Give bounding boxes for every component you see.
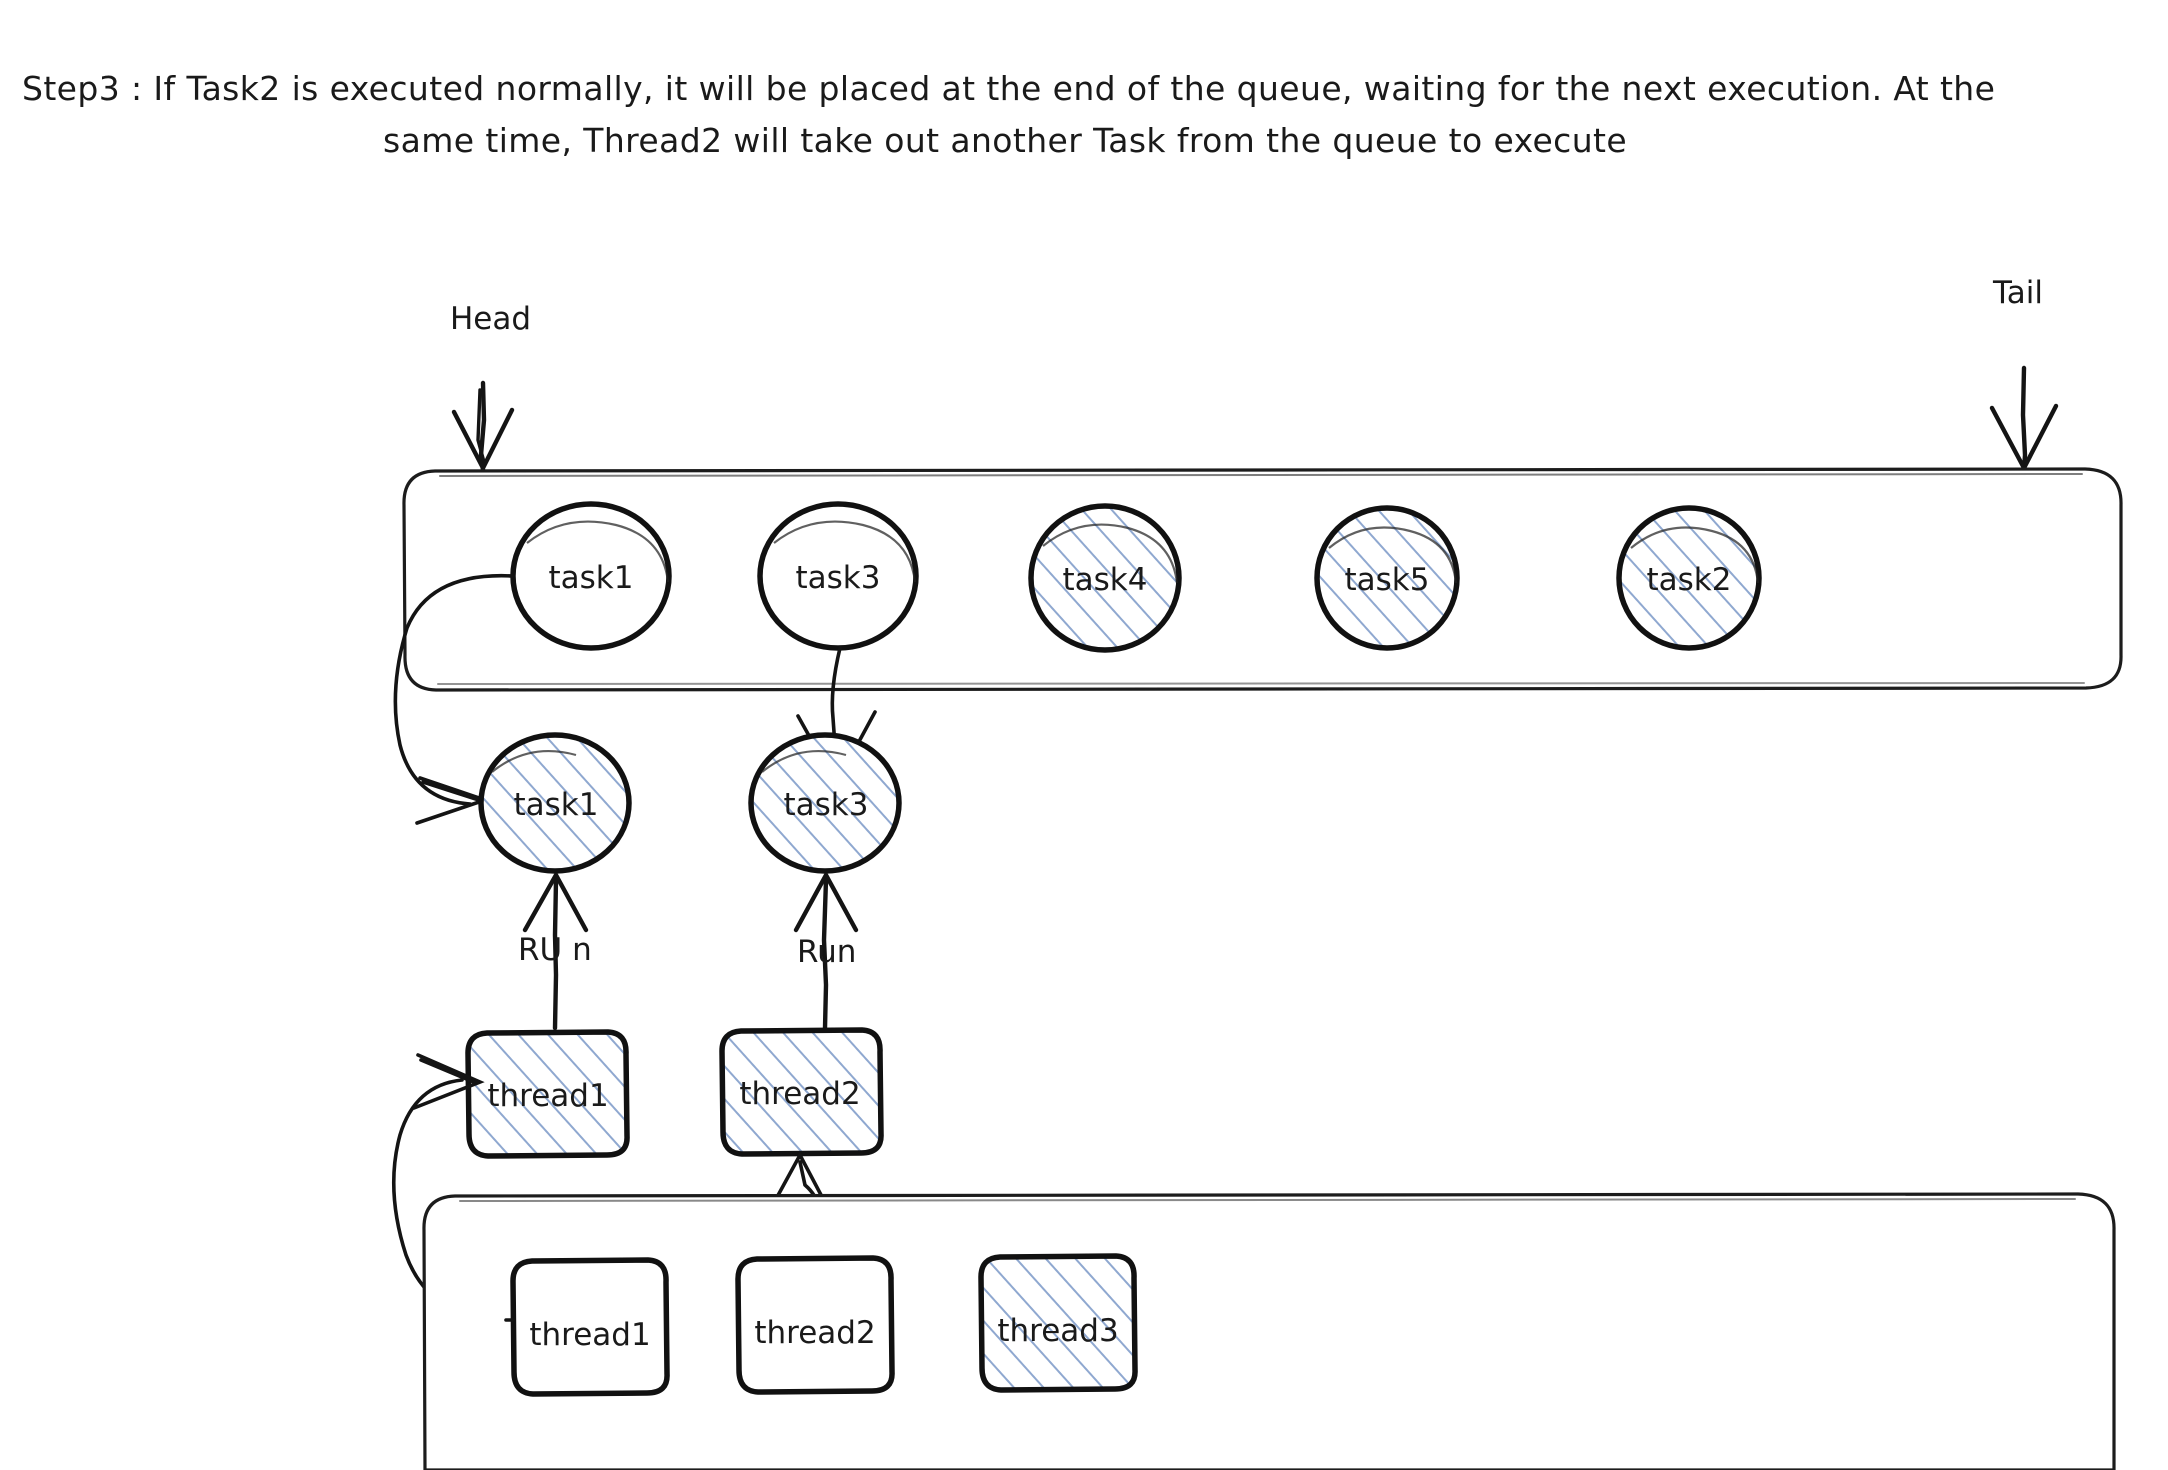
running-task-label: task3 xyxy=(784,787,869,823)
active-thread-label: thread1 xyxy=(487,1078,608,1114)
pool-item-1[interactable]: thread2 xyxy=(735,1255,895,1395)
head-label: Head xyxy=(450,301,531,337)
pool-item-label: thread3 xyxy=(997,1313,1118,1349)
run-edge-0: RU n xyxy=(518,872,592,1031)
queue-item-1[interactable]: task3 xyxy=(757,501,919,651)
queue-item-3[interactable]: task5 xyxy=(1314,505,1460,651)
step-title-line1: Step3 : If Task2 is executed normally, i… xyxy=(22,69,1995,108)
tail-arrow-icon xyxy=(1989,365,2059,473)
queue-item-2[interactable]: task4 xyxy=(1028,503,1182,653)
run-edge-1: Run xyxy=(793,872,859,1031)
pool-item-label: thread2 xyxy=(754,1315,875,1351)
pool-item-label: thread1 xyxy=(529,1317,650,1353)
active-thread-1[interactable]: thread2 xyxy=(719,1027,884,1157)
active-thread-0[interactable]: thread1 xyxy=(465,1029,630,1159)
tail-label: Tail xyxy=(1992,275,2043,311)
running-task-0[interactable]: task1 xyxy=(478,732,632,874)
queue-item-label: task5 xyxy=(1345,562,1430,598)
queue-item-label: task2 xyxy=(1647,562,1732,598)
pool-item-2[interactable]: thread3 xyxy=(978,1253,1138,1393)
queue-item-label: task4 xyxy=(1063,562,1148,598)
step-title-line2: same time, Thread2 will take out another… xyxy=(383,121,1627,160)
active-thread-label: thread2 xyxy=(739,1076,860,1112)
running-task-label: task1 xyxy=(514,787,599,823)
thread-pool-container xyxy=(422,1192,2116,1470)
queue-item-label: task1 xyxy=(549,560,634,596)
pool-item-0[interactable]: thread1 xyxy=(510,1257,670,1397)
running-task-1[interactable]: task3 xyxy=(748,732,902,874)
head-arrow-icon xyxy=(451,380,515,473)
queue-item-4[interactable]: task2 xyxy=(1616,505,1762,651)
run-edge-label: RU n xyxy=(518,932,592,968)
queue-item-label: task3 xyxy=(796,560,881,596)
run-edge-label: Run xyxy=(797,934,856,970)
queue-item-0[interactable]: task1 xyxy=(510,501,672,651)
